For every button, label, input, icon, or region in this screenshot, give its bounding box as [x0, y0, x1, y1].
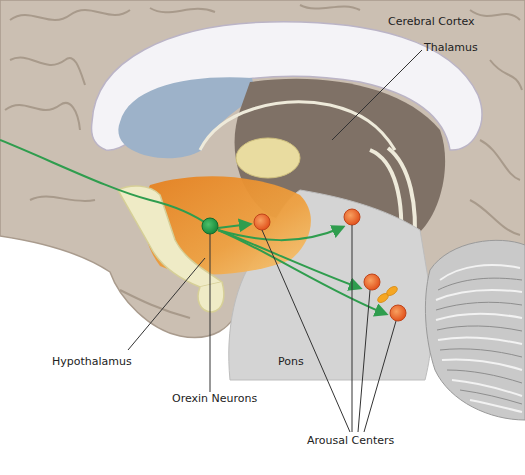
orexin-arrow	[218, 230, 360, 288]
cerebellum-sulci	[436, 278, 522, 404]
part-label: Hypothalamus	[52, 355, 132, 368]
folium	[438, 337, 522, 344]
gyrus-line	[5, 103, 80, 130]
cerebellum-folia	[436, 265, 522, 412]
orexin-arrow	[218, 230, 386, 314]
orexin-arrow	[218, 224, 250, 228]
arousal-center	[364, 274, 380, 290]
sulcus	[436, 302, 522, 310]
gyrus-line	[120, 290, 190, 318]
leader-line	[128, 258, 205, 350]
arousal-cluster	[385, 285, 399, 298]
leader-line	[262, 230, 350, 432]
gyrus-line	[480, 140, 520, 180]
sulcus	[447, 370, 522, 383]
leader-line	[210, 234, 211, 392]
gyrus-line	[470, 10, 520, 20]
fornix	[200, 102, 395, 150]
part-label: Orexin Neurons	[172, 392, 257, 405]
sulcus	[440, 349, 522, 357]
leader-line	[332, 50, 422, 140]
folium	[440, 265, 520, 280]
gyrus-line	[470, 200, 520, 235]
gyrus-line	[10, 58, 85, 85]
folium	[436, 290, 522, 300]
leader-line	[352, 225, 353, 432]
arousal-center	[344, 209, 360, 225]
orexin-neuron	[202, 218, 218, 234]
arousal-center	[254, 214, 270, 230]
part-label: Arousal Centers	[307, 434, 394, 447]
leader-line	[364, 321, 396, 432]
arousal-center	[390, 305, 406, 321]
part-label: Pons	[278, 355, 304, 368]
gyrus-line	[30, 196, 95, 201]
gyrus-line	[490, 60, 522, 90]
pituitary	[198, 282, 224, 312]
part-label: Thalamus	[424, 41, 478, 54]
gyrus-line	[150, 8, 215, 12]
sulcus	[437, 326, 522, 331]
cerebellum	[425, 240, 525, 420]
orexin-projection	[0, 140, 210, 226]
gyrus-line	[10, 10, 130, 20]
part-label: Cerebral Cortex	[388, 15, 475, 28]
sulcus	[438, 278, 522, 290]
pons-brainstem	[229, 190, 432, 380]
sulcus	[460, 390, 522, 404]
thalamic-nucleus	[236, 138, 300, 178]
folium	[436, 314, 522, 320]
folium	[442, 359, 522, 370]
leader-line	[358, 290, 370, 432]
optic-structure	[118, 186, 222, 287]
gyrus-line	[300, 5, 360, 10]
folium	[452, 380, 522, 396]
leader-lines	[128, 50, 422, 432]
